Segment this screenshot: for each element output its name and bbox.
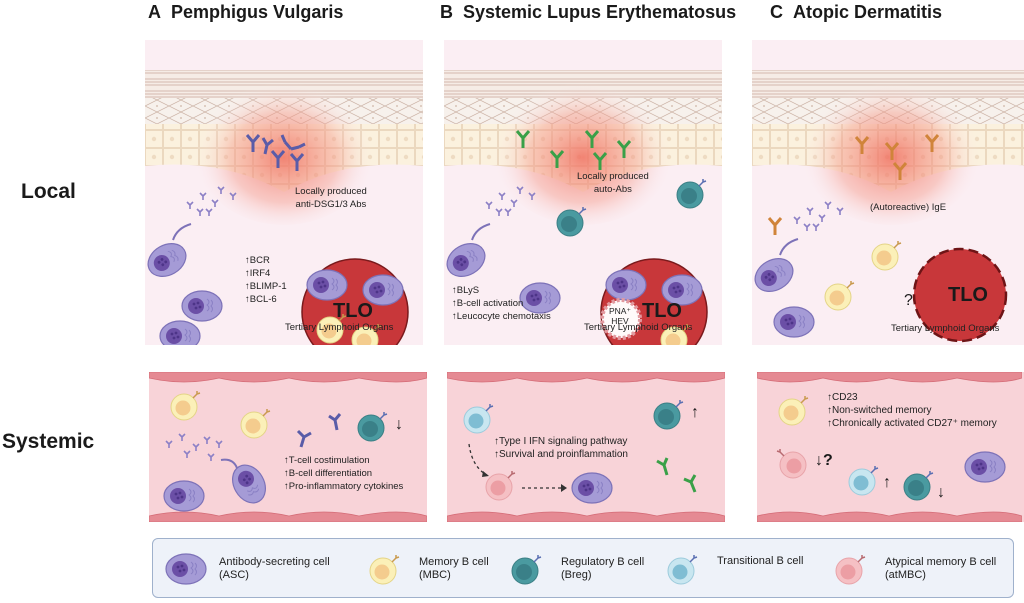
systemic-panel-atopic-dermatitis: ↑CD23 ↑Non-switched memory ↑Chronically … (757, 372, 1024, 522)
tlo-caption: Tertiary Lymphoid Organs (891, 323, 1000, 334)
legend-item-mbc: Memory B cell (MBC) (363, 539, 489, 599)
breg-arrow: ↑ (691, 404, 699, 421)
column-title-pemphigus-vulgaris: A Pemphigus Vulgaris (148, 2, 343, 23)
abs-label: Locally produced anti-DSG1/3 Abs (295, 185, 367, 211)
abs-label: (Autoreactive) IgE (870, 202, 947, 213)
marker-item: ↑IRF4 (245, 268, 271, 279)
legend-label: Memory B cell (MBC) (419, 556, 489, 582)
skin-illustration (444, 70, 722, 345)
legend-item-atmbc: Atypical memory B cell (atMBC) (829, 539, 996, 599)
legend-label-line: Regulatory B cell (561, 556, 645, 568)
abs-label: Locally produced auto-Abs (577, 170, 649, 196)
marker-list: ↑CD23 ↑Non-switched memory ↑Chronically … (827, 391, 997, 430)
ige-antibodies (767, 134, 940, 235)
column-title-systemic-lupus-erythematosus: B Systemic Lupus Erythematosus (440, 2, 736, 23)
anti-dsg-antibodies (245, 134, 306, 171)
legend-item-asc: Antibody-secreting cell (ASC) (163, 539, 330, 599)
marker-item: ↑BLIMP-1 (245, 281, 287, 292)
marker-item: ↑T-cell costimulation (284, 455, 370, 466)
atmbc-arrow: ↓? (815, 452, 833, 469)
column-title-atopic-dermatitis: C Atopic Dermatitis (770, 2, 942, 23)
auto-antibodies (515, 130, 632, 170)
marker-item: ↑CD23 (827, 392, 858, 403)
hev-label: PNA⁺ HEV (609, 306, 631, 326)
column-title-text: Atopic Dermatitis (793, 2, 943, 22)
marker-item: ↑BCR (245, 255, 270, 266)
abs-label-line: Locally produced (577, 171, 649, 182)
marker-item: ↑BLyS (452, 285, 480, 296)
panel-letter: C (770, 2, 783, 22)
abs-label-line: auto-Abs (593, 184, 632, 195)
legend-label-line: Atypical memory B cell (885, 556, 997, 568)
legend-item-transitional: Transitional B cell (661, 539, 803, 599)
hev-circle (600, 298, 642, 340)
marker-item: ↑Type I IFN signaling pathway (494, 436, 628, 447)
legend-label-line: (Breg) (561, 569, 592, 581)
panel-letter: A (148, 2, 161, 22)
legend-label: Antibody-secreting cell (ASC) (219, 556, 330, 582)
legend-label: Transitional B cell (717, 555, 803, 568)
memory-b-cell-icon (369, 554, 400, 585)
tlo-label: TLO (333, 300, 373, 322)
marker-item: ↑Non-switched memory (827, 405, 932, 416)
systemic-panel-systemic-lupus-erythematosus: ↑ ↑Type I IFN signaling pathway ↑Surviva… (447, 372, 725, 522)
systemic-panel-pemphigus-vulgaris: ↓ ↑T-cell costimulation ↑B-cell differen… (149, 372, 427, 522)
hev-label-line: HEV (611, 316, 629, 326)
marker-item: ↑Survival and proinflammation (494, 449, 628, 460)
legend-label: Atypical memory B cell (atMBC) (885, 556, 996, 582)
tlo-caption: Tertiary Lymphoid Organs (584, 322, 693, 333)
row-label-local: Local (21, 180, 76, 203)
abs-label-line: Locally produced (295, 186, 367, 197)
legend: Antibody-secreting cell (ASC) Memory B c… (152, 538, 1014, 598)
regulatory-b-cell-icon (511, 554, 542, 585)
question-mark: ? (904, 292, 913, 309)
marker-list: ↑BLyS ↑B-cell activation ↑Leucocyte chem… (452, 284, 551, 323)
circulating-auto-antibodies (656, 457, 697, 493)
legend-label: Regulatory B cell (Breg) (561, 556, 644, 582)
row-label-systemic: Systemic (2, 430, 95, 453)
skin-illustration (752, 70, 1024, 343)
marker-item: ↑Leucocyte chemotaxis (452, 311, 551, 322)
marker-item: ↑B-cell activation (452, 298, 524, 309)
abs-label-line: anti-DSG1/3 Abs (295, 199, 367, 210)
column-title-text: Pemphigus Vulgaris (171, 2, 344, 22)
blood-vessel-illustration (447, 372, 725, 522)
legend-item-breg: Regulatory B cell (Breg) (505, 539, 644, 599)
differentiation-arrow (468, 443, 488, 476)
marker-list: ↑BCR ↑IRF4 ↑BLIMP-1 ↑BCL-6 (245, 254, 287, 306)
circulating-antibodies (296, 413, 342, 448)
tlo-label: TLO (642, 300, 682, 322)
marker-item: ↑Chronically activated CD27⁺ memory (827, 418, 997, 429)
blood-vessel-illustration (757, 372, 1022, 522)
legend-label-line: (ASC) (219, 569, 249, 581)
marker-list: ↑Type I IFN signaling pathway ↑Survival … (494, 435, 628, 461)
asc-cell-icon (165, 553, 207, 585)
skin-illustration (145, 70, 423, 345)
panel-letter: B (440, 2, 453, 22)
transitional-b-cell-icon (667, 554, 698, 585)
breg-arrow: ↓ (395, 416, 403, 433)
legend-label-line: Antibody-secreting cell (219, 556, 330, 568)
marker-item: ↑Pro-inflammatory cytokines (284, 481, 404, 492)
legend-label-line: (MBC) (419, 569, 451, 581)
hev-label-line: PNA⁺ (609, 306, 631, 316)
atypical-memory-b-cell-icon (835, 554, 866, 585)
marker-item: ↑BCL-6 (245, 294, 277, 305)
marker-item: ↑B-cell differentiation (284, 468, 373, 479)
column-title-text: Systemic Lupus Erythematosus (463, 2, 737, 22)
tlo-caption: Tertiary Lymphoid Organs (285, 322, 394, 333)
local-panel-atopic-dermatitis: (Autoreactive) IgE TLO ? Tertiary Lympho… (752, 40, 1024, 345)
tlo-label: TLO (948, 284, 988, 306)
legend-label-line: Transitional B cell (717, 555, 804, 567)
marker-list: ↑T-cell costimulation ↑B-cell differenti… (284, 454, 403, 493)
legend-label-line: (atMBC) (885, 569, 926, 581)
breg-arrow: ↓ (937, 484, 945, 501)
local-panel-systemic-lupus-erythematosus: Locally produced auto-Abs ↑BLyS ↑B-cell … (444, 40, 722, 345)
local-panel-pemphigus-vulgaris: Locally produced anti-DSG1/3 Abs ↑BCR ↑I… (145, 40, 423, 345)
transitional-arrow: ↑ (883, 474, 891, 491)
tlo-circle (912, 247, 1008, 343)
blood-vessel-illustration (149, 372, 427, 522)
legend-label-line: Memory B cell (419, 556, 489, 568)
